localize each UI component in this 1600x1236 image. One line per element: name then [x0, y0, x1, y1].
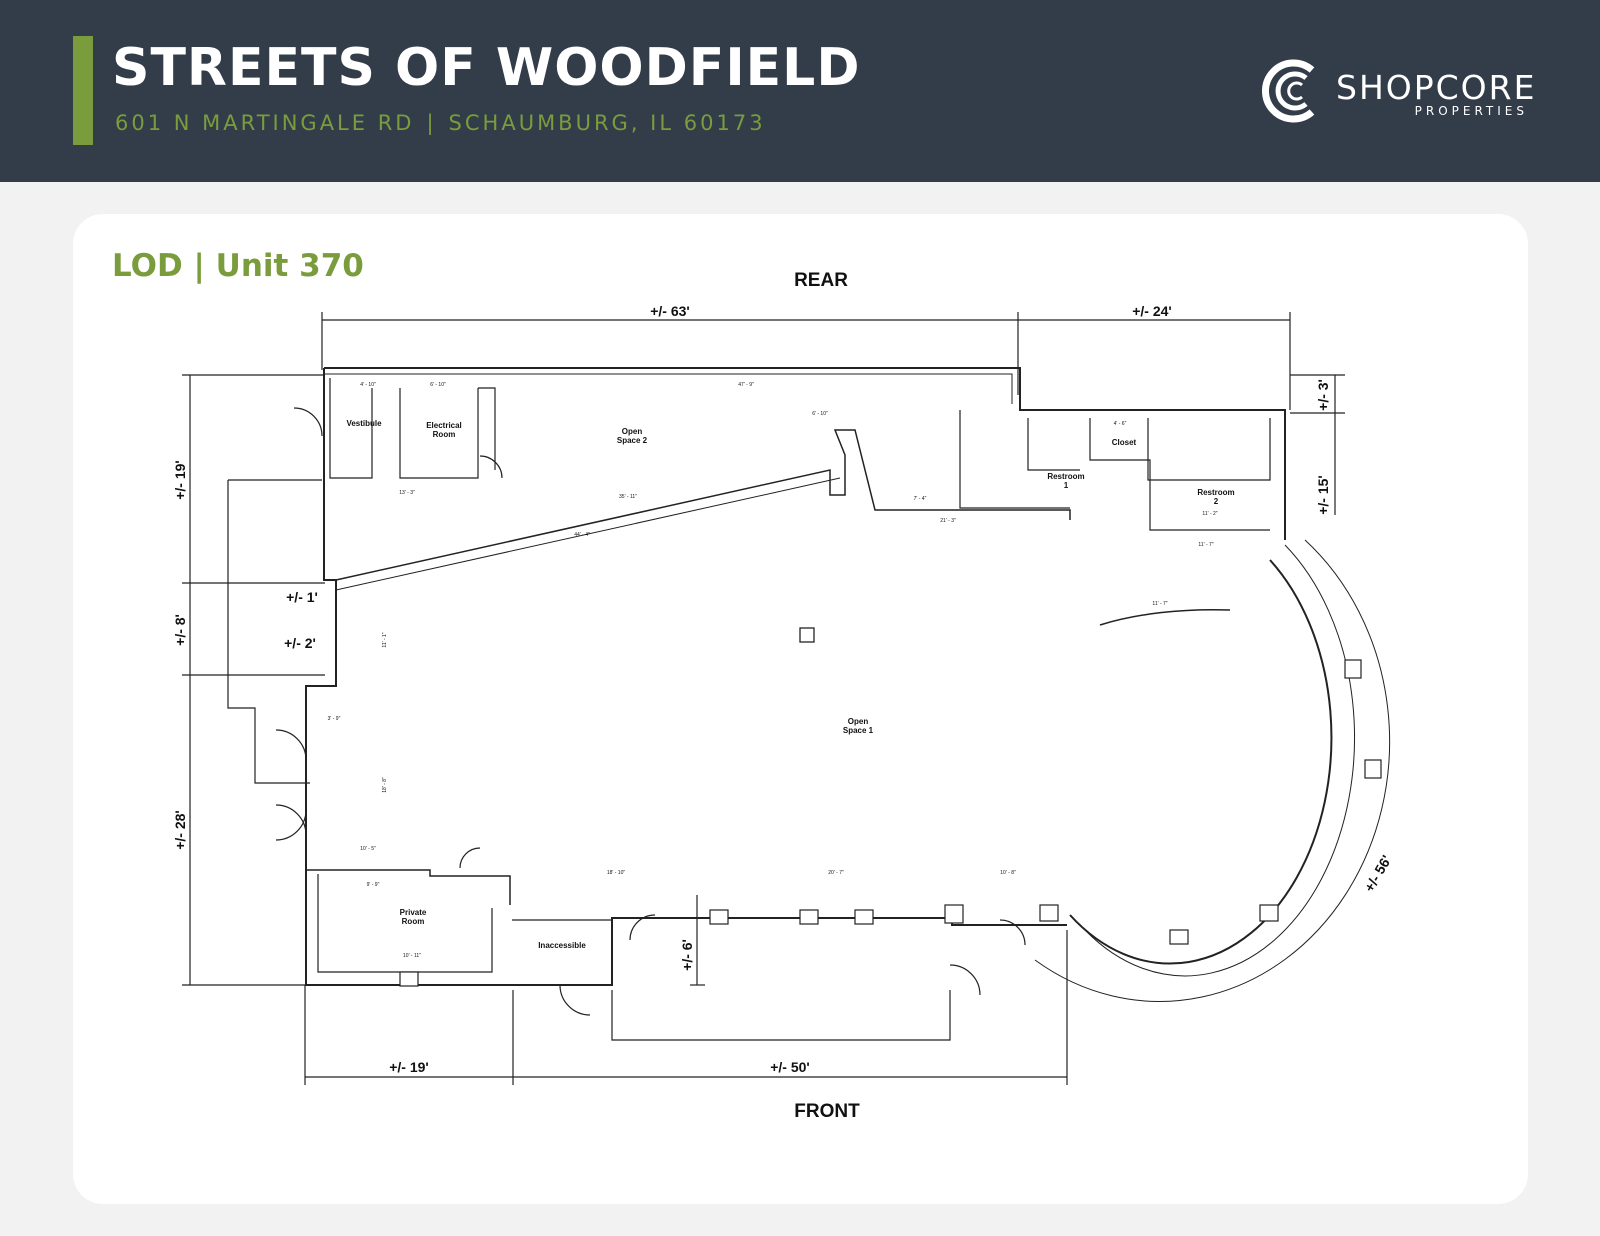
- room-restroom-1-line2: 1: [1064, 481, 1069, 490]
- small-dim: 9' - 9": [367, 882, 380, 888]
- small-dim: 3' - 9": [328, 716, 341, 722]
- dim-right-15: +/- 15': [1315, 475, 1331, 515]
- dim-left-2: +/- 2': [284, 635, 316, 651]
- room-open-space-2-line2: Space 2: [617, 436, 648, 445]
- room-private-line1: Private: [400, 908, 427, 917]
- city-state-zip: SCHAUMBURG, IL 60173: [448, 111, 766, 135]
- room-open-space-1-line1: Open: [848, 717, 869, 726]
- small-dim: 10' - 11": [403, 953, 421, 959]
- room-open-space-1-line2: Space 1: [843, 726, 874, 735]
- small-dim: 11' - 7": [1152, 601, 1167, 607]
- dim-right-56: +/- 56': [1361, 852, 1395, 894]
- rear-label: REAR: [794, 270, 848, 291]
- small-dim: 10' - 5": [360, 846, 376, 852]
- shopcore-logo: SHOPCORE PROPERTIES: [1260, 56, 1540, 126]
- room-restroom-2-line1: Restroom: [1197, 488, 1234, 497]
- small-dim: 44' - 4": [574, 532, 590, 538]
- logo-subtitle: PROPERTIES: [1414, 104, 1528, 118]
- small-dim: 13' - 3": [399, 490, 415, 496]
- room-electrical-line1: Electrical: [426, 421, 462, 430]
- room-restroom-2-line2: 2: [1214, 497, 1219, 506]
- room-open-space-2-line1: Open: [622, 427, 643, 436]
- room-vestibule: Vestibule: [346, 419, 382, 428]
- dim-top-63: +/- 63': [650, 303, 690, 319]
- small-dim: 10' - 8": [1000, 870, 1016, 876]
- dim-front-6: +/- 6': [679, 939, 695, 971]
- room-inaccessible: Inaccessible: [538, 941, 586, 950]
- room-electrical-line2: Room: [433, 430, 456, 439]
- shopcore-logo-icon: [1261, 59, 1315, 123]
- front-label: FRONT: [794, 1101, 860, 1122]
- small-dim: 18' - 10": [607, 870, 626, 876]
- small-dim: 6' - 10": [430, 382, 446, 388]
- unit-title: LOD | Unit 370: [112, 248, 364, 284]
- floorplan-card: [73, 214, 1528, 1204]
- small-dim: 7' - 4": [914, 496, 927, 502]
- small-dim: 18' - 8": [382, 777, 388, 793]
- floor-plan: REAR FRONT +/- 63' +/- 24' +/- 3' +/- 15…: [172, 270, 1395, 1122]
- dim-bottom-19: +/- 19': [389, 1059, 429, 1075]
- logo-name: SHOPCORE: [1336, 68, 1537, 107]
- dim-top-24: +/- 24': [1132, 303, 1172, 319]
- address-separator: |: [426, 111, 437, 135]
- dim-left-28: +/- 28': [172, 810, 188, 850]
- dim-left-19: +/- 19': [172, 460, 188, 500]
- address-line: 601 N MARTINGALE RD | SCHAUMBURG, IL 60173: [115, 111, 766, 135]
- small-dim: 4' - 10": [360, 382, 376, 388]
- street-address: 601 N MARTINGALE RD: [115, 111, 415, 135]
- small-dim: 4' - 6": [1114, 421, 1127, 427]
- small-dim: 35' - 11": [619, 494, 637, 500]
- room-restroom-1-line1: Restroom: [1047, 472, 1084, 481]
- small-dim: 21' - 3": [940, 518, 956, 524]
- small-dim: 11' - 7": [1198, 542, 1213, 548]
- room-closet: Closet: [1112, 438, 1137, 447]
- accent-bar: [73, 36, 93, 145]
- dim-right-3: +/- 3': [1315, 379, 1331, 411]
- dim-left-1: +/- 1': [286, 589, 318, 605]
- small-dim: 47' - 9": [738, 382, 754, 388]
- small-dim: 11' - 1": [382, 632, 388, 647]
- page-title: STREETS OF WOODFIELD: [112, 38, 861, 98]
- dim-bottom-50: +/- 50': [770, 1059, 810, 1075]
- small-dim: 11' - 2": [1202, 511, 1217, 517]
- header-bar: STREETS OF WOODFIELD 601 N MARTINGALE RD…: [0, 0, 1600, 182]
- room-private-line2: Room: [402, 917, 425, 926]
- dim-left-8: +/- 8': [172, 614, 188, 646]
- small-dim: 6' - 10": [812, 411, 828, 417]
- small-dim: 20' - 7": [828, 870, 844, 876]
